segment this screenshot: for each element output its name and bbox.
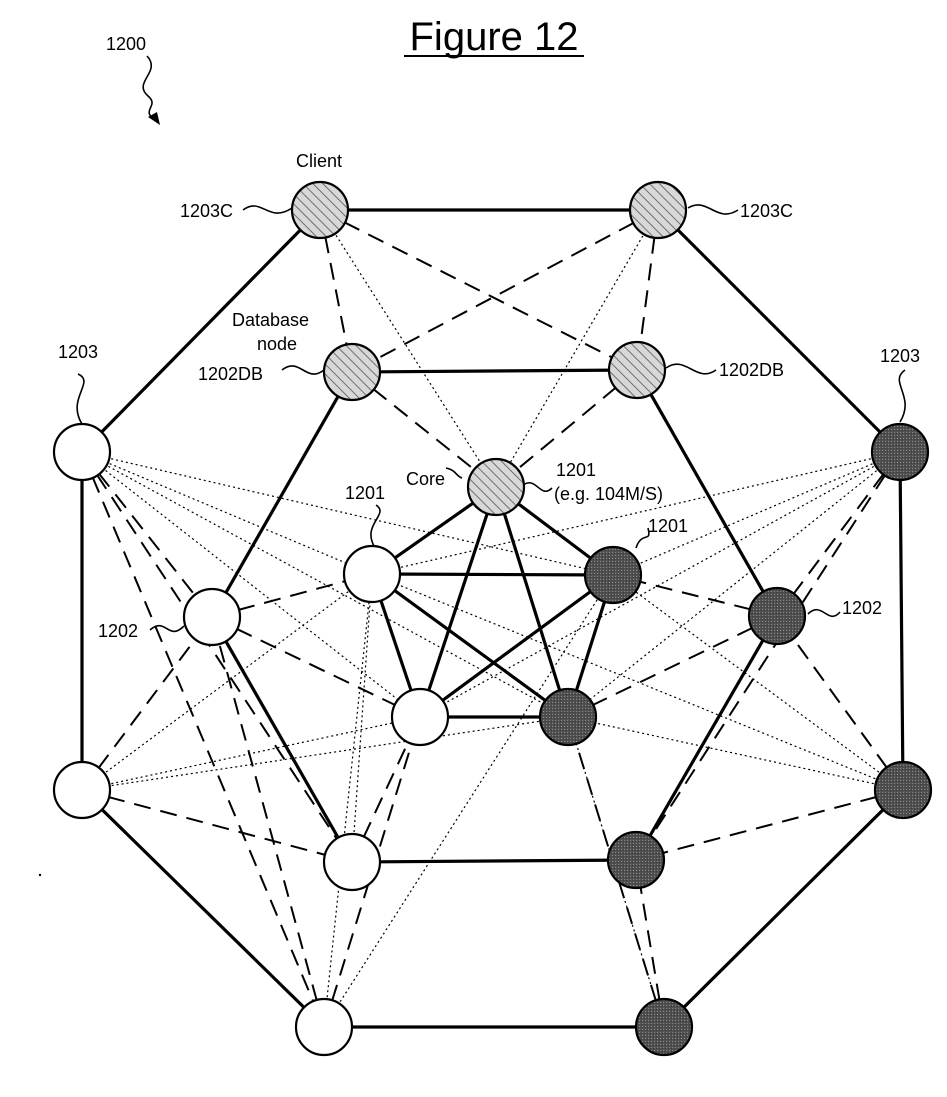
node-outer-left-upper <box>54 424 110 480</box>
node-mid-left <box>184 589 240 645</box>
label-leaders <box>77 205 905 631</box>
edge-outer-left-upper--outer-bottom-left <box>82 452 324 1027</box>
label-1202db-right: 1202DB <box>719 360 784 380</box>
edge-mid-right--mid-bottom-right <box>636 616 777 860</box>
edge-outer-bottom-left--mid-left <box>212 617 324 1027</box>
node-outer-bottom-right <box>636 999 692 1055</box>
figure-title: Figure 12 <box>410 15 579 59</box>
label-database: Database <box>232 310 309 330</box>
node-pent-lower-left <box>392 689 448 745</box>
label-1201-left: 1201 <box>345 483 385 503</box>
edge-outer-right-lower--outer-bottom-right <box>664 790 903 1027</box>
node-outer-right-lower <box>875 762 931 818</box>
node-db-right <box>609 342 665 398</box>
node-mid-right <box>749 588 805 644</box>
node-client-left <box>292 182 348 238</box>
edge-mid-right--pent-lower-right <box>568 616 777 717</box>
edge-client-right--db-left <box>352 210 658 372</box>
node-client-right <box>630 182 686 238</box>
edge-outer-bottom-left--outer-left-lower <box>82 790 324 1027</box>
edge-outer-right-upper--outer-right-lower <box>900 452 903 790</box>
edge-outer-right-lower--pent-lower-right <box>568 717 903 790</box>
edge-outer-right-lower--mid-bottom-right <box>636 790 903 860</box>
node-pent-upper-right <box>585 547 641 603</box>
edge-mid-bottom-left--pent-upper-left <box>352 574 372 862</box>
label-database-node: node <box>257 334 297 354</box>
node-outer-left-lower <box>54 762 110 818</box>
edge-db-left--db-right <box>352 370 637 372</box>
edge-mid-left--db-left <box>212 372 352 617</box>
node-mid-bottom-left <box>324 834 380 890</box>
speck <box>39 874 41 876</box>
label-1202-left: 1202 <box>98 621 138 641</box>
label-1203-right: 1203 <box>880 346 920 366</box>
edge-pent-upper-left--pent-upper-right <box>372 574 613 575</box>
edge-outer-right-lower--pent-upper-left <box>372 574 903 790</box>
edge-mid-left--pent-lower-left <box>212 617 420 717</box>
label-1203-left: 1203 <box>58 342 98 362</box>
edge-outer-left-lower--pent-lower-right <box>82 717 568 790</box>
node-pent-lower-right <box>540 689 596 745</box>
node-outer-right-upper <box>872 424 928 480</box>
edge-outer-bottom-left--pent-upper-left <box>324 574 372 1027</box>
edge-outer-right-upper--pent-upper-right <box>613 452 900 575</box>
edge-outer-left-lower--pent-lower-left <box>82 717 420 790</box>
node-core <box>468 459 524 515</box>
edge-client-right--outer-right-upper <box>658 210 900 452</box>
edge-outer-left-lower--mid-left <box>82 617 212 790</box>
edge-outer-left-upper--mid-left <box>82 452 212 617</box>
label-1202-right: 1202 <box>842 598 882 618</box>
label-1201-core-note: (e.g. 104M/S) <box>554 484 663 504</box>
node-mid-bottom-right <box>608 832 664 888</box>
nodes <box>54 182 931 1055</box>
edge-client-left--db-right <box>320 210 637 370</box>
label-1202db-left: 1202DB <box>198 364 263 384</box>
edge-outer-right-upper--mid-bottom-right <box>636 452 900 860</box>
edge-mid-bottom-right--mid-bottom-left <box>352 860 636 862</box>
node-pent-upper-left <box>344 546 400 602</box>
label-1201-right: 1201 <box>648 516 688 536</box>
label-1201-core: 1201 <box>556 460 596 480</box>
node-db-left <box>324 344 380 400</box>
label-core: Core <box>406 469 445 489</box>
figure-ref-arrow <box>143 56 155 120</box>
edge-outer-right-lower--mid-right <box>777 616 903 790</box>
edge-core--pent-lower-left <box>420 487 496 717</box>
node-outer-bottom-left <box>296 999 352 1055</box>
edge-mid-bottom-left--mid-left <box>212 617 352 862</box>
edge-core--pent-lower-right <box>496 487 568 717</box>
edge-outer-right-upper--mid-right <box>777 452 900 616</box>
edge-outer-left-upper--client-left <box>82 210 320 452</box>
label-1203c-left: 1203C <box>180 201 233 221</box>
figure-ref: 1200 <box>106 34 146 54</box>
label-1203c-right: 1203C <box>740 201 793 221</box>
label-client: Client <box>296 151 342 171</box>
